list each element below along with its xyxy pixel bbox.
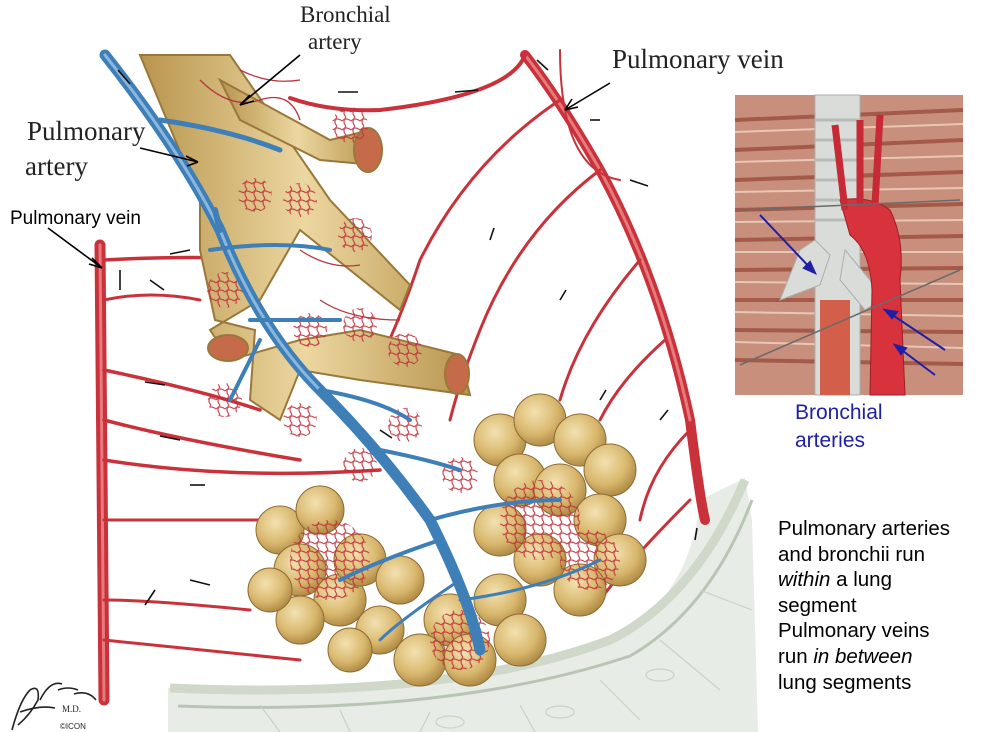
note-line-3-rest: a lung (830, 568, 892, 592)
explanatory-note: Pulmonary arteries and bronchii run with… (778, 516, 993, 695)
note-emphasis-in-between: in between (813, 644, 913, 668)
svg-text:©ICON: ©ICON (60, 722, 86, 731)
label-leader-lines (47, 54, 611, 269)
note-line-4: segment (778, 593, 857, 617)
bronchial-arteries-label-line2: arteries (795, 429, 866, 452)
inset-thorax-illustration (734, 94, 964, 396)
pulmonary-artery-label-line2: artery (25, 151, 88, 181)
netter-signature-logo: M.D. ©ICON (11, 682, 97, 731)
note-emphasis-within: within (778, 568, 831, 592)
note-line-7: lung segments (778, 670, 912, 694)
svg-text:M.D.: M.D. (62, 704, 81, 714)
pulmonary-vein-left-label: Pulmonary vein (10, 208, 141, 229)
note-line-3: within a lung (778, 567, 993, 593)
note-line-6-pre: run (778, 644, 814, 668)
note-line-1: Pulmonary arteries (778, 517, 951, 540)
flow-arrows (117, 59, 698, 606)
pulmonary-artery-tree (99, 49, 602, 656)
pulmonary-vein-network (94, 49, 710, 706)
bronchial-artery-label-line2: artery (308, 29, 362, 54)
pulmonary-artery-label-line1: Pulmonary (27, 116, 146, 146)
bronchial-artery-label-line1: Bronchial (300, 2, 391, 27)
pleura (168, 478, 758, 732)
note-line-2: and bronchii run (778, 542, 926, 566)
pulmonary-vein-top-label: Pulmonary vein (612, 44, 784, 74)
inset-arrows (759, 214, 946, 376)
bronchial-tree (138, 54, 472, 422)
note-line-6: run in between (778, 644, 993, 670)
bronchial-arteries-label-line1: Bronchial (795, 401, 883, 424)
note-line-5: Pulmonary veins (778, 619, 930, 643)
